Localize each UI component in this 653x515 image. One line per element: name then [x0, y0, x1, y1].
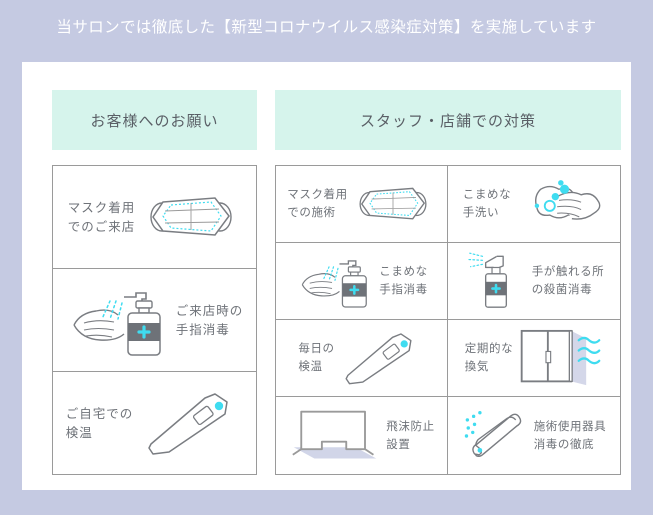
acrylic-partition-icon [288, 406, 382, 466]
content-card: お客様へのお願い スタッフ・店舗での対策 マスク着用 でのご来店 [22, 62, 631, 490]
hand-washing-icon [513, 178, 605, 230]
grid-item-hand-washing: こまめな 手洗い [448, 166, 620, 243]
page-title: 当サロンでは徹底した【新型コロナウイルス感染症対策】を実施しています [56, 18, 597, 36]
list-item-home-temperature: ご自宅での 検温 [53, 372, 256, 474]
staff-measures-grid: マスク着用 での施術 [275, 165, 621, 475]
customer-measures-list: マスク着用 でのご来店 [52, 165, 257, 475]
grid-item-label: こまめな 手指消毒 [379, 264, 428, 296]
hand-sanitizer-pump-icon [66, 281, 170, 359]
nail-nipper-icon [462, 407, 530, 465]
hand-sanitizer-pump-icon [295, 252, 375, 310]
grid-item-daily-temperature: 毎日の 検温 [276, 320, 448, 397]
grid-item-ventilation: 定期的な 換気 [448, 320, 620, 397]
list-item-mask-visit: マスク着用 でのご来店 [53, 166, 256, 269]
list-item-label: マスク着用 でのご来店 [67, 199, 136, 234]
grid-item-mask-treatment: マスク着用 での施術 [276, 166, 448, 243]
list-item-label: ご来店時の 手指消毒 [175, 302, 244, 337]
list-item-label: ご自宅での 検温 [65, 405, 134, 440]
face-mask-icon [141, 189, 241, 245]
thermometer-icon [139, 388, 243, 458]
grid-item-droplet-barrier: 飛沫防止 設置 [276, 397, 448, 474]
section-header-staff-label: スタッフ・店舗での対策 [359, 111, 536, 130]
grid-item-label: 定期的な 換気 [464, 341, 514, 373]
grid-item-label: 飛沫防止 設置 [386, 418, 435, 451]
list-item-sanitize-on-arrival: ご来店時の 手指消毒 [53, 269, 256, 372]
face-mask-icon [350, 181, 436, 227]
grid-item-label: 施術使用器具 消毒の徹底 [533, 418, 607, 451]
sections-grid: マスク着用 でのご来店 [52, 165, 621, 475]
section-headers: お客様へのお願い スタッフ・店舗での対策 [52, 90, 621, 150]
spray-bottle-icon [464, 250, 528, 312]
section-header-customer-label: お客様へのお願い [90, 111, 219, 130]
grid-item-surface-disinfection: 手が触れる所 の殺菌消毒 [448, 243, 620, 320]
section-header-customer: お客様へのお願い [52, 90, 257, 150]
grid-item-label: マスク着用 での施術 [287, 187, 348, 219]
grid-item-tool-disinfection: 施術使用器具 消毒の徹底 [448, 397, 620, 474]
grid-item-label: こまめな 手洗い [462, 187, 512, 219]
grid-item-frequent-sanitizing: こまめな 手指消毒 [276, 243, 448, 320]
window-ventilation-icon [517, 327, 603, 389]
grid-item-label: 毎日の 検温 [298, 341, 335, 373]
thermometer-icon [337, 329, 425, 387]
grid-item-label: 手が触れる所 の殺菌消毒 [531, 264, 605, 296]
section-header-staff: スタッフ・店舗での対策 [275, 90, 621, 150]
